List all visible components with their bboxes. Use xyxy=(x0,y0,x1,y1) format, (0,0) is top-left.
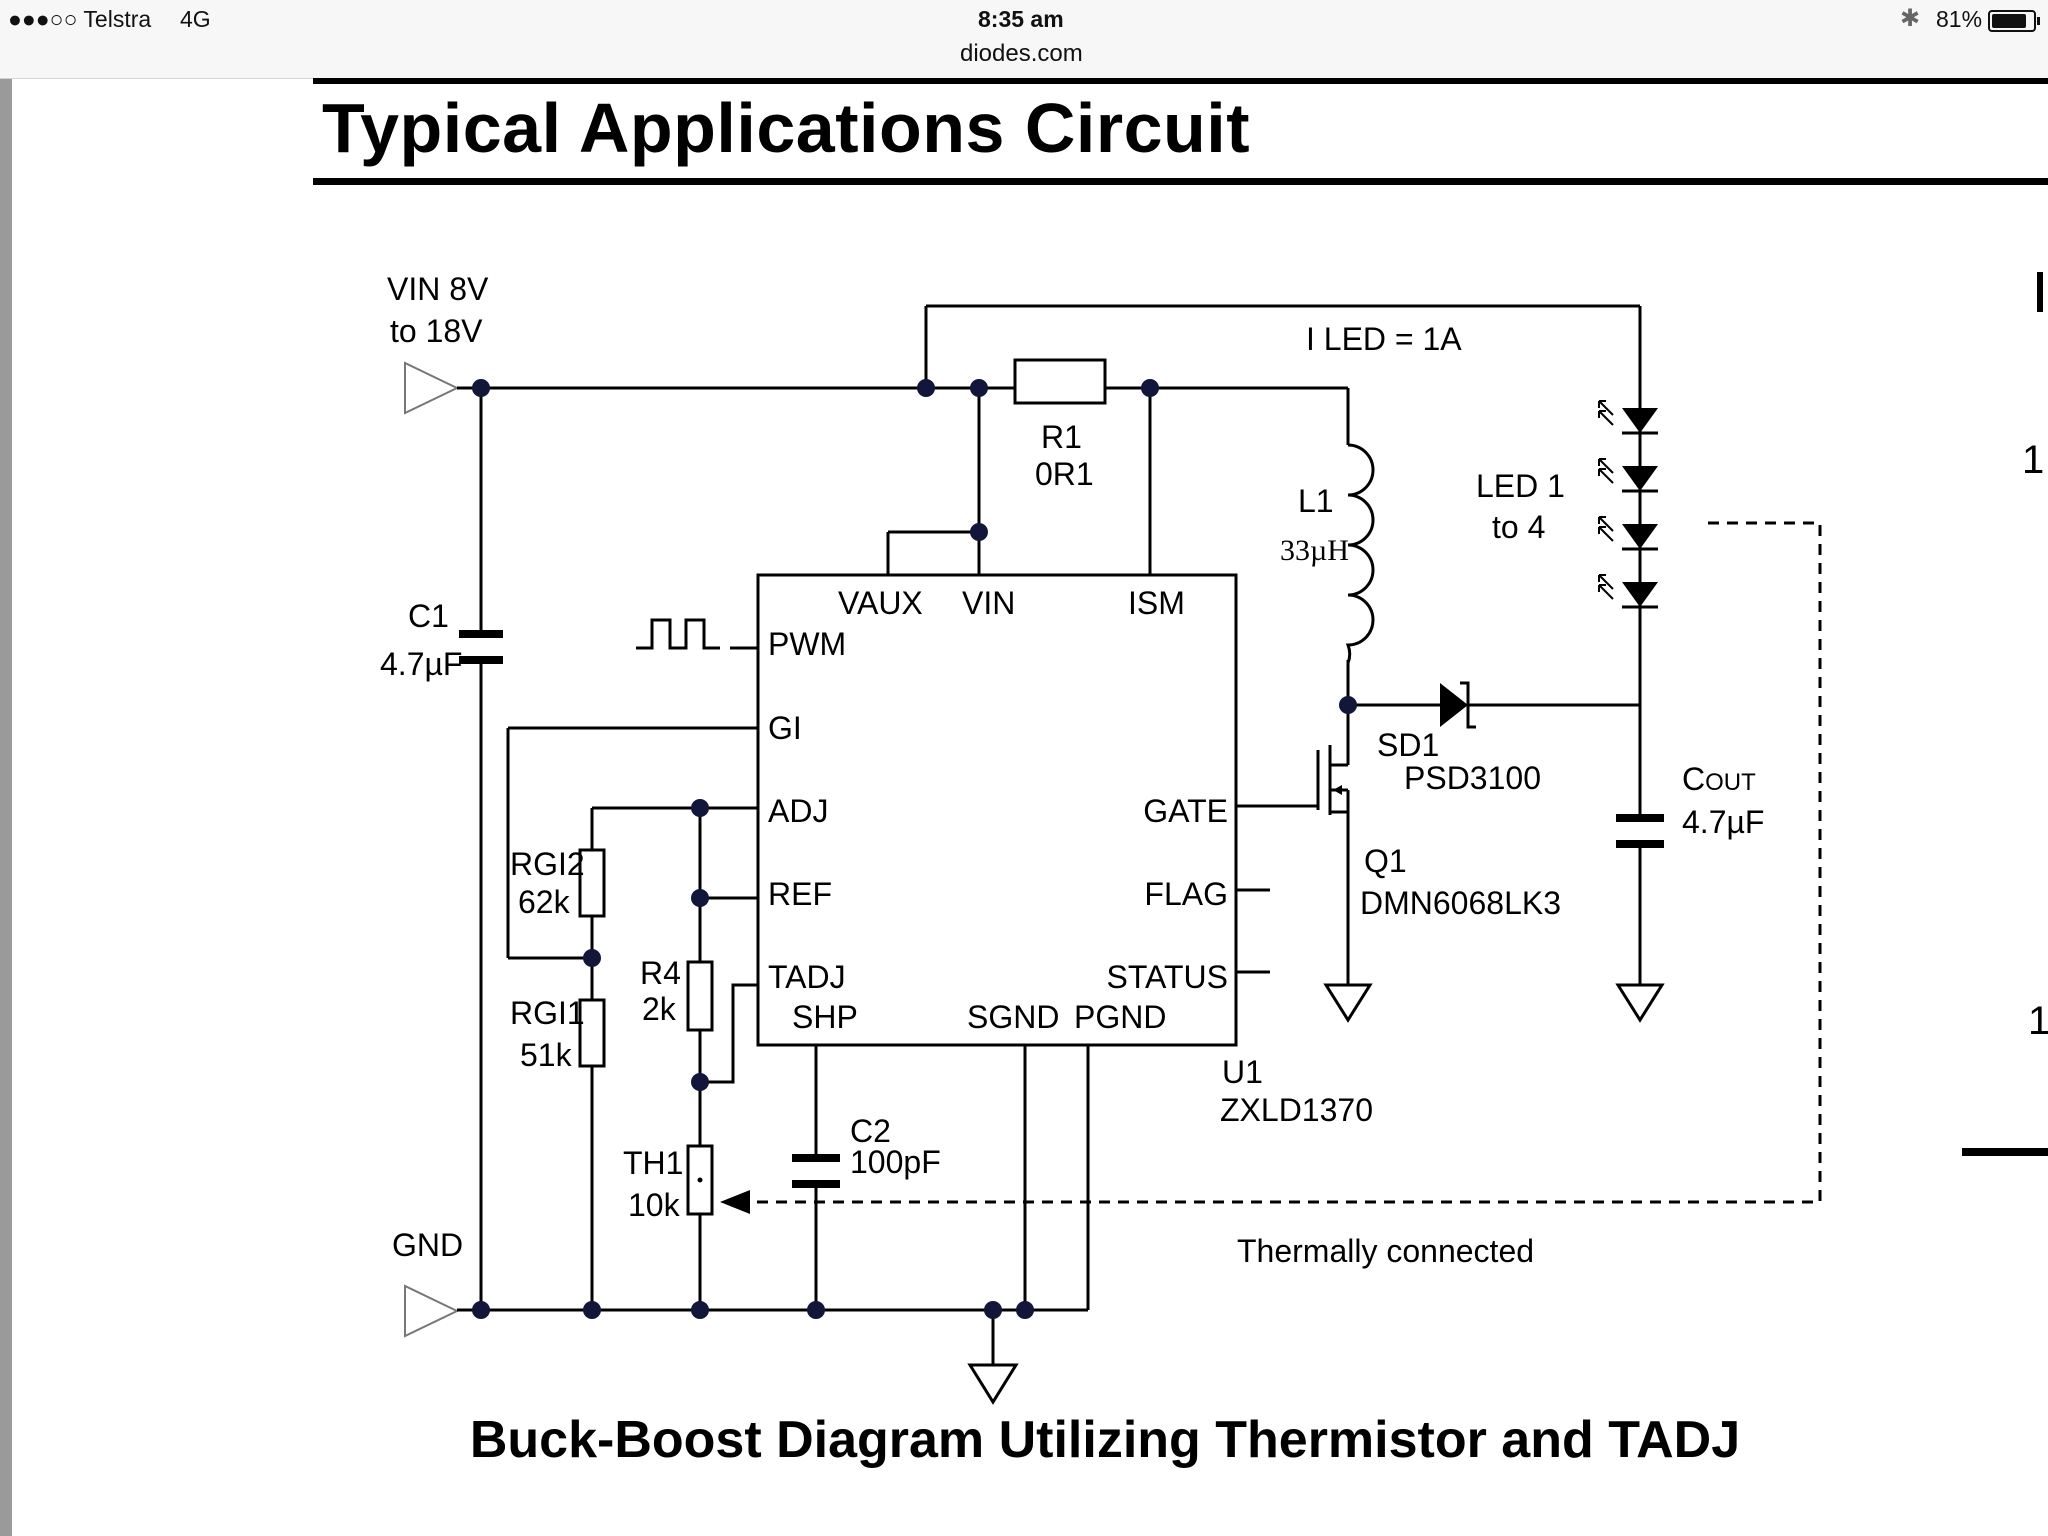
l1-inductor xyxy=(1345,443,1375,664)
r1-value: 0R1 xyxy=(1035,456,1094,492)
pin-vin: VIN xyxy=(962,585,1015,621)
q1-name: Q1 xyxy=(1364,843,1407,879)
pin-adj: ADJ xyxy=(768,793,828,829)
pin-vaux: VAUX xyxy=(838,585,923,621)
r1-name: R1 xyxy=(1041,419,1082,455)
page-title: Typical Applications Circuit xyxy=(322,89,1251,167)
led-count: to 4 xyxy=(1492,509,1545,545)
l1-value: 33µH xyxy=(1280,534,1349,567)
l1-name: L1 xyxy=(1298,483,1334,519)
rgi1-resistor xyxy=(578,998,606,1068)
cout-value: 4.7µF xyxy=(1682,804,1764,840)
pin-shp: SHP xyxy=(792,999,858,1035)
pin-flag: FLAG xyxy=(1144,876,1228,912)
pin-pwm: PWM xyxy=(768,626,846,662)
rgi2-name: RGI2 xyxy=(510,846,585,882)
sd1-value: PSD3100 xyxy=(1404,760,1541,796)
c1-value: 4.7µF xyxy=(380,646,462,682)
sd1-name: SD1 xyxy=(1377,727,1439,763)
thermal-arrow-icon xyxy=(720,1190,750,1214)
title-rule-bottom xyxy=(313,178,2048,185)
figure-caption: Buck-Boost Diagram Utilizing Thermistor … xyxy=(469,1411,1741,1469)
u1-name: U1 xyxy=(1222,1054,1263,1090)
r4-name: R4 xyxy=(640,955,681,991)
clock: 8:35 am xyxy=(978,6,1064,32)
pin-status: STATUS xyxy=(1107,959,1228,995)
u1-value: ZXLD1370 xyxy=(1220,1092,1373,1128)
battery-icon xyxy=(1988,10,2040,32)
rgi1-value: 51k xyxy=(520,1037,573,1073)
vin-range-label: to 18V xyxy=(390,313,483,349)
page-edge-shadow xyxy=(0,79,12,1536)
pin-sgnd: SGND xyxy=(967,999,1059,1035)
bluetooth-icon: ✱ xyxy=(1900,5,1921,32)
edge-text-2: 1 xyxy=(2028,999,2048,1043)
url-field[interactable]: diodes.com xyxy=(960,40,1083,67)
r1-resistor xyxy=(1013,358,1107,405)
rgi1-name: RGI1 xyxy=(510,995,585,1031)
ground-icon xyxy=(1615,983,1665,1023)
pin-pgnd: PGND xyxy=(1074,999,1166,1035)
cout-name: COUT xyxy=(1682,761,1756,797)
gnd-label: GND xyxy=(392,1227,463,1263)
rgi2-resistor xyxy=(578,848,606,918)
led-string xyxy=(1598,400,1658,609)
q1-value: DMN6068LK3 xyxy=(1360,885,1561,921)
pwm-waveform-icon xyxy=(636,618,720,650)
pin-gate: GATE xyxy=(1143,793,1228,829)
pin-ref: REF xyxy=(768,876,832,912)
c2-value: 100pF xyxy=(850,1144,941,1180)
th1-name: TH1 xyxy=(623,1145,683,1181)
vin-label: VIN 8V xyxy=(387,271,489,307)
pin-gi: GI xyxy=(768,710,802,746)
r4-resistor xyxy=(686,960,714,1032)
iled-label: I LED = 1A xyxy=(1306,321,1462,357)
ground-icon xyxy=(967,1363,1019,1405)
sd1-diode xyxy=(1440,683,1468,727)
edge-text-1: 1 xyxy=(2022,438,2044,482)
c1-name: C1 xyxy=(408,598,449,634)
network-label: 4G xyxy=(180,6,211,32)
pin-tadj: TADJ xyxy=(768,959,846,995)
vin-terminal-icon xyxy=(404,361,460,415)
rgi2-value: 62k xyxy=(518,884,571,920)
ground-icon xyxy=(1323,983,1373,1023)
c2-name: C2 xyxy=(850,1113,891,1149)
q1-mosfet xyxy=(1236,705,1350,985)
r4-value: 2k xyxy=(642,991,677,1027)
th1-value: 10k xyxy=(628,1187,681,1223)
thermal-label: Thermally connected xyxy=(1237,1233,1534,1269)
carrier-label: ●●●○○ Telstra xyxy=(8,6,152,32)
u1-ic xyxy=(756,573,1238,1047)
gnd-terminal-icon xyxy=(404,1284,460,1338)
thermal-link xyxy=(740,521,1822,1204)
title-rule-top xyxy=(313,78,2048,84)
status-bar: ●●●○○ Telstra 4G 8:35 am diodes.com ✱ 81… xyxy=(0,0,2048,79)
battery-percent: 81% xyxy=(1936,6,1983,32)
led-name: LED 1 xyxy=(1476,468,1565,504)
pin-ism: ISM xyxy=(1128,585,1185,621)
junction-dots xyxy=(472,379,1357,1319)
